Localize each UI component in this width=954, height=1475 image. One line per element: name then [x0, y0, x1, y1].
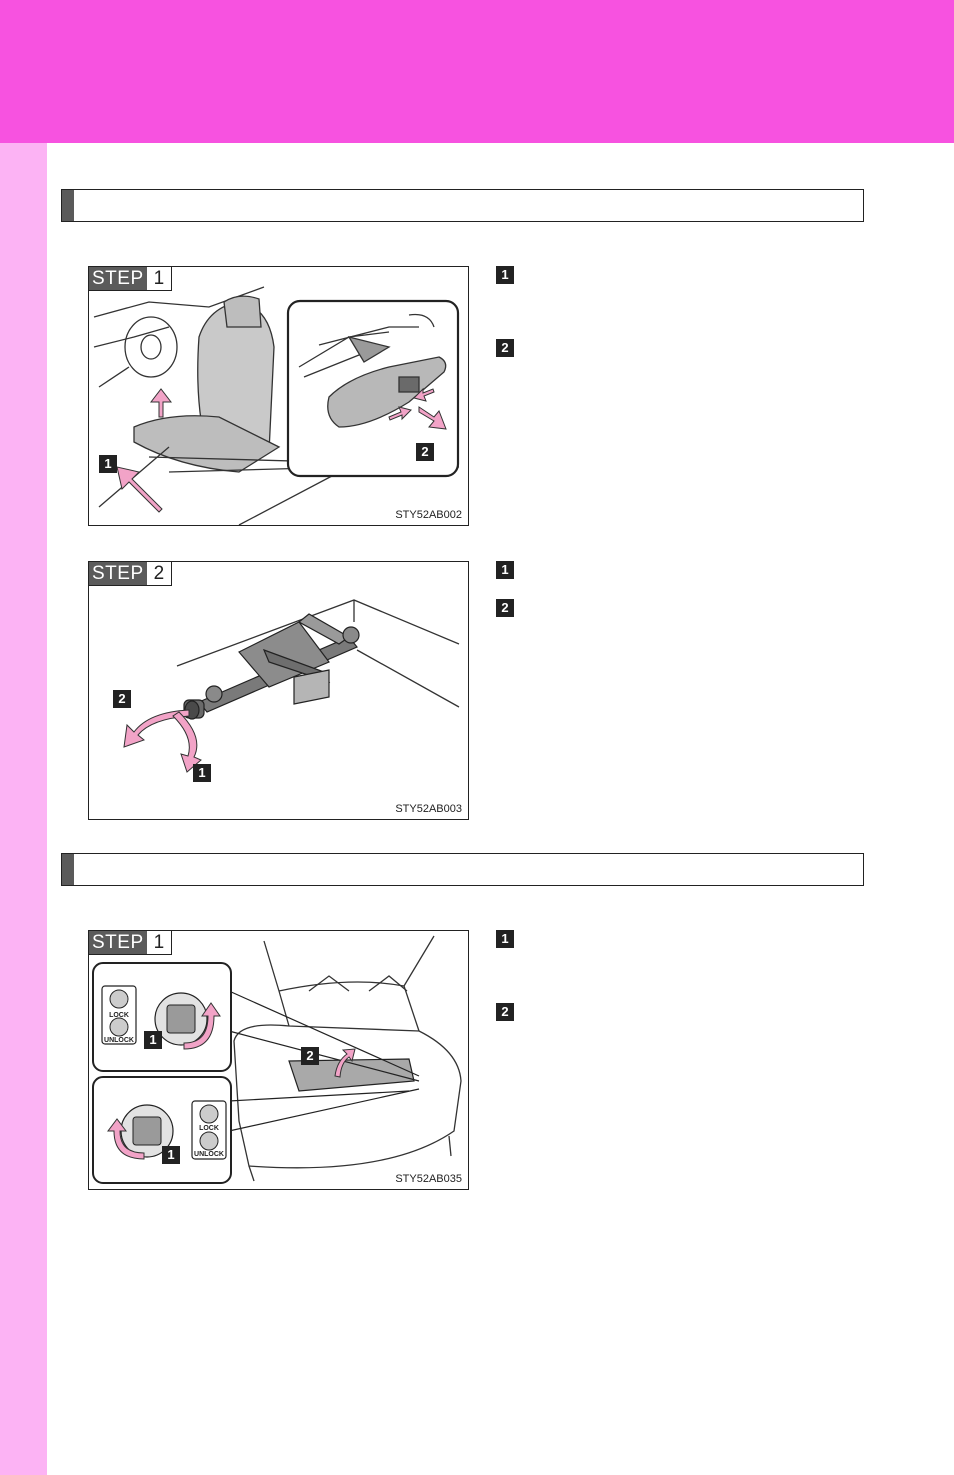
step-badge: STEP 2: [89, 562, 173, 586]
unlock-label: UNLOCK: [104, 1037, 134, 1044]
lock-label: LOCK: [199, 1125, 219, 1132]
callout-1: 1: [99, 455, 117, 473]
side-tab-strip: [0, 143, 47, 1475]
jack-illustration: [123, 599, 460, 773]
header-band: [0, 0, 954, 143]
step-marker-2: 2: [496, 1003, 514, 1021]
step-word: STEP: [89, 931, 147, 954]
section-header-2: [61, 853, 864, 886]
callout-2: 2: [416, 443, 434, 461]
figure-code: STY52AB002: [395, 509, 462, 521]
step-marker-1: 1: [496, 930, 514, 948]
section-header-1: [61, 189, 864, 222]
callout-2: 2: [301, 1047, 319, 1065]
step-word: STEP: [89, 267, 147, 290]
step-marker-1: 1: [496, 266, 514, 284]
callout-1: 1: [144, 1031, 162, 1049]
luggage-illustration: LOCK UNLOCK LOCK UNLOCK: [92, 935, 462, 1184]
step-marker-2: 2: [496, 599, 514, 617]
step-badge: STEP 1: [89, 267, 173, 291]
figure-code: STY52AB003: [395, 803, 462, 815]
unlock-label: UNLOCK: [194, 1151, 224, 1158]
callout-1: 1: [193, 764, 211, 782]
step-badge: STEP 1: [89, 931, 173, 955]
figure-code: STY52AB035: [395, 1173, 462, 1185]
step-marker-2: 2: [496, 339, 514, 357]
callout-2: 2: [113, 690, 131, 708]
step-word: STEP: [89, 562, 147, 585]
lock-label: LOCK: [109, 1012, 129, 1019]
figure-step1-seat-jack: STEP 1: [88, 266, 469, 526]
step-number: 1: [146, 267, 172, 290]
step-marker-1: 1: [496, 561, 514, 579]
section-header-bar: [62, 190, 74, 221]
callout-1: 1: [162, 1146, 180, 1164]
figure-step2-jack-crank: STEP 2 2 1 STY52AB003: [88, 561, 469, 820]
seat-jack-illustration: [93, 286, 460, 525]
step-number: 1: [146, 931, 172, 954]
figure-step1-luggage-lock: STEP 1: [88, 930, 469, 1190]
section-header-bar: [62, 854, 74, 885]
step-number: 2: [146, 562, 172, 585]
